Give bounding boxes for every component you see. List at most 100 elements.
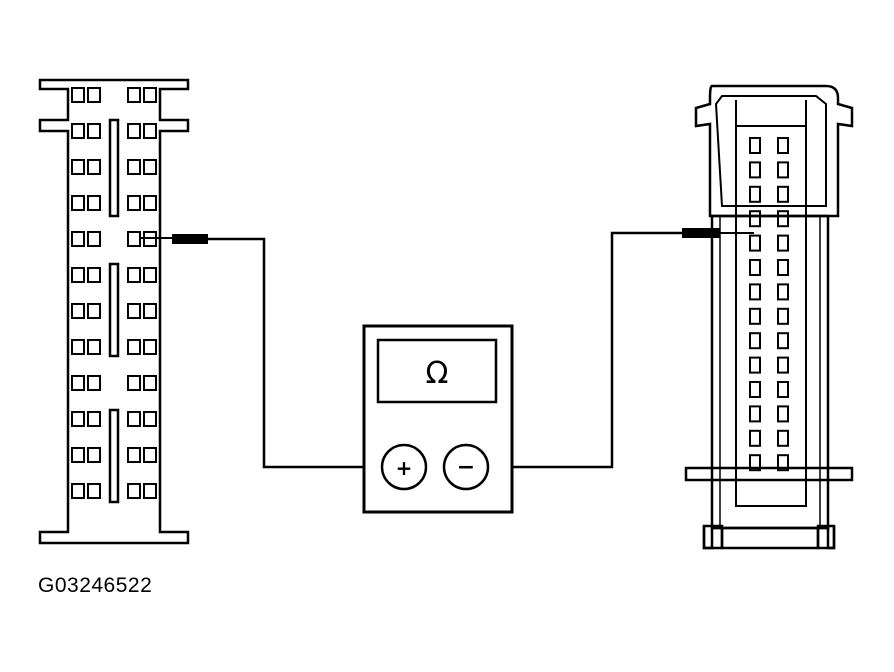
left-pin-cavity [87, 375, 101, 391]
left-pin-cavity [87, 123, 101, 139]
right-pin-cavity-slot [777, 332, 789, 350]
left-pin-cavity [71, 123, 85, 139]
left-pin-cavity [143, 339, 157, 355]
figure-code: G03246522 [38, 574, 153, 597]
left-connector [38, 78, 190, 545]
right-pin-cavity-slot [777, 137, 789, 154]
positive-terminal [380, 443, 428, 491]
right-pin-cavity-slot [749, 454, 761, 472]
right-connector-base [702, 526, 836, 550]
left-pin-cavity [127, 231, 141, 247]
left-pin-cavity [143, 303, 157, 319]
right-pin-cavity-slot [749, 210, 761, 228]
wire-negative [490, 231, 682, 469]
left-pin-cavity [87, 231, 101, 247]
probe-right [682, 228, 754, 238]
left-pin-cavity [127, 195, 141, 211]
left-pin-cavity [71, 159, 85, 175]
probe-right-handle [682, 228, 720, 238]
left-pin-cavity [143, 375, 157, 391]
right-base-foot-right [816, 524, 836, 550]
left-pin-cavity [127, 123, 141, 139]
right-pin-cavity-slot [777, 429, 789, 447]
left-pin-cavity [87, 159, 101, 175]
right-pin-cavity-slot [777, 405, 789, 423]
left-pin-cavity [71, 483, 85, 499]
left-pin-cavity [71, 339, 85, 355]
right-pin-cavity-slot [777, 307, 789, 325]
left-pin-cavity [127, 375, 141, 391]
right-pin-cavity-slot [749, 356, 761, 374]
right-pin-cavity-slot [749, 259, 761, 276]
right-pin-cavity-slot [777, 381, 789, 398]
left-pin-cavity [143, 411, 157, 427]
right-connector-hood-inner [714, 95, 827, 207]
right-pin-cavity-slot [777, 210, 789, 228]
left-pin-cavity [143, 447, 157, 463]
left-pin-cavity [143, 123, 157, 139]
left-pin-cavity [71, 303, 85, 319]
probe-left [140, 234, 208, 244]
left-pin-cavity [87, 411, 101, 427]
left-pin-cavity [71, 231, 85, 247]
left-pin-cavity [143, 87, 157, 103]
left-pin-cavity [127, 447, 141, 463]
right-pin-cavity-slot [777, 259, 789, 276]
left-pin-cavity [87, 483, 101, 499]
right-pin-grid [749, 137, 789, 472]
left-pin-cavity [87, 87, 101, 103]
right-pin-cavity-slot [749, 283, 761, 301]
negative-terminal-label: − [457, 455, 475, 480]
right-pin-cavity-slot [777, 161, 789, 179]
left-pin-cavity [87, 339, 101, 355]
right-pin-cavity-slot [777, 356, 789, 374]
left-rib-middle [108, 262, 120, 358]
left-pin-cavity [87, 447, 101, 463]
right-pin-cavity-slot [749, 234, 761, 252]
right-pin-cavity-slot [777, 283, 789, 301]
right-pin-cavity-slot [749, 381, 761, 398]
right-base-foot-left [702, 524, 724, 550]
left-pin-cavity [87, 303, 101, 319]
left-pin-cavity [71, 87, 85, 103]
left-pin-cavity [71, 447, 85, 463]
right-connector-hood [694, 84, 854, 218]
left-rib-top [108, 118, 120, 218]
left-pin-cavity [143, 195, 157, 211]
right-pin-cavity-slot [749, 185, 761, 203]
left-pin-cavity [71, 375, 85, 391]
left-pin-grid [71, 87, 157, 499]
ohm-symbol: Ω [426, 356, 449, 391]
right-pin-cavity-slot [749, 161, 761, 179]
left-pin-cavity [71, 411, 85, 427]
wire-positive [208, 237, 380, 469]
left-pin-cavity [127, 87, 141, 103]
right-pin-cavity-slot [777, 185, 789, 203]
negative-terminal [442, 443, 490, 491]
right-pin-cavity-slot [749, 429, 761, 447]
left-pin-cavity [127, 339, 141, 355]
left-connector-outline [38, 78, 190, 545]
left-pin-cavity [143, 159, 157, 175]
left-pin-cavity [87, 267, 101, 283]
left-rib-bottom [108, 408, 120, 504]
left-pin-cavity [143, 267, 157, 283]
left-pin-cavity [71, 195, 85, 211]
right-pin-cavity-slot [749, 405, 761, 423]
left-pin-cavity [87, 195, 101, 211]
right-pin-cavity [735, 125, 807, 507]
ohmmeter: Ω + − [362, 324, 514, 514]
left-pin-cavity [71, 267, 85, 283]
right-pin-cavity-slot [749, 137, 761, 154]
right-pin-cavity-slot [749, 332, 761, 350]
left-pin-cavity [127, 267, 141, 283]
right-pin-cavity-slot [777, 454, 789, 472]
left-pin-cavity [127, 159, 141, 175]
right-pin-cavity-slot [777, 234, 789, 252]
right-connector [684, 84, 854, 550]
left-pin-cavity [127, 303, 141, 319]
right-pin-cavity-slot [749, 307, 761, 325]
ohmmeter-display [376, 338, 498, 404]
left-pin-cavity [127, 483, 141, 499]
